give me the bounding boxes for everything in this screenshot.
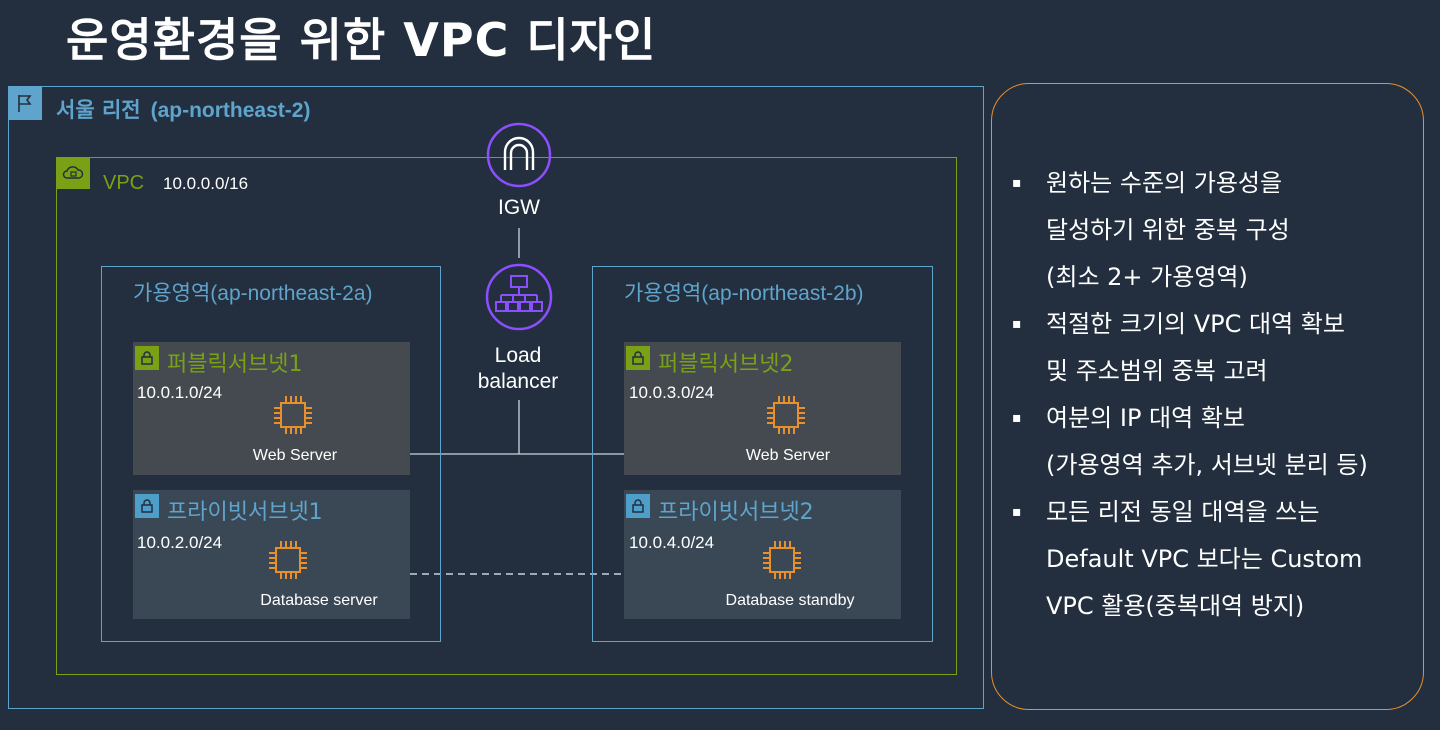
az-a-code: (ap-northeast-2a) bbox=[210, 282, 373, 305]
note-line: 원하는 수준의 가용성을 bbox=[1046, 169, 1283, 197]
note-line: 및 주소범위 중복 고려 bbox=[1046, 357, 1268, 385]
lock-icon bbox=[626, 346, 650, 370]
vpc-cidr: 10.0.0.0/16 bbox=[163, 174, 249, 193]
note-line: Default VPC 보다는 Custom bbox=[1046, 545, 1363, 573]
bullet-icon: ▪ bbox=[1012, 316, 1022, 332]
private-subnet-2-name: 프라이빗서브넷2 bbox=[658, 500, 814, 525]
az-b-code: (ap-northeast-2b) bbox=[701, 282, 864, 305]
public-subnet-2 bbox=[624, 342, 901, 475]
region-code: (ap-northeast-2) bbox=[150, 99, 311, 122]
web-server-2-label: Web Server bbox=[745, 447, 831, 464]
availability-zone-b bbox=[592, 266, 933, 642]
ec2-instance-icon bbox=[767, 396, 805, 434]
cloud-lock-icon bbox=[56, 157, 90, 189]
note-item: ▪ 여분의 IP 대역 확보 (가용영역 추가, 서브넷 분리 등) bbox=[1012, 395, 1368, 489]
note-line: 모든 리전 동일 대역을 쓰는 bbox=[1046, 498, 1320, 526]
load-balancer-label: Load balancer bbox=[478, 343, 559, 395]
availability-zone-a-label: 가용영역(ap-northeast-2a) bbox=[133, 277, 373, 307]
igw-label: IGW bbox=[498, 196, 540, 219]
public-subnet-1 bbox=[133, 342, 410, 475]
notes-panel bbox=[991, 83, 1424, 710]
lock-icon bbox=[135, 494, 159, 518]
public-subnet-2-name: 퍼블릭서브넷2 bbox=[658, 352, 794, 377]
region-label: 서울 리전 (ap-northeast-2) bbox=[56, 94, 310, 124]
private-subnet-1-name: 프라이빗서브넷1 bbox=[167, 500, 323, 525]
vpc-container bbox=[56, 157, 957, 675]
flag-icon bbox=[8, 86, 42, 120]
note-item: ▪ 모든 리전 동일 대역을 쓰는 Default VPC 보다는 Custom… bbox=[1012, 489, 1368, 630]
public-subnet-2-cidr: 10.0.3.0/24 bbox=[629, 383, 715, 402]
database-standby-label: Database standby bbox=[725, 592, 855, 609]
note-line: 여분의 IP 대역 확보 bbox=[1046, 404, 1245, 432]
load-balancer-label-line2: balancer bbox=[477, 370, 559, 393]
ec2-instance-icon bbox=[763, 541, 801, 579]
note-item: ▪ 원하는 수준의 가용성을 달성하기 위한 중복 구성 (최소 2+ 가용영역… bbox=[1012, 160, 1368, 301]
region-name: 서울 리전 bbox=[56, 98, 141, 122]
ec2-instance-icon bbox=[274, 396, 312, 434]
web-server-1-label: Web Server bbox=[252, 447, 338, 464]
bullet-icon: ▪ bbox=[1012, 504, 1022, 520]
private-subnet-1-cidr: 10.0.2.0/24 bbox=[137, 533, 223, 552]
lock-icon bbox=[626, 494, 650, 518]
ec2-instance-icon bbox=[269, 541, 307, 579]
load-balancer-label-line1: Load bbox=[494, 344, 542, 367]
az-a-name: 가용영역 bbox=[133, 281, 211, 305]
note-line: VPC 활용(중복대역 방지) bbox=[1046, 592, 1305, 620]
bullet-icon: ▪ bbox=[1012, 175, 1022, 191]
note-line: (최소 2+ 가용영역) bbox=[1046, 263, 1248, 291]
lock-icon bbox=[135, 346, 159, 370]
public-subnet-1-cidr: 10.0.1.0/24 bbox=[137, 383, 223, 402]
database-server-label: Database server bbox=[260, 592, 378, 609]
public-subnet-1-name: 퍼블릭서브넷1 bbox=[167, 352, 303, 377]
az-b-name: 가용영역 bbox=[624, 281, 702, 305]
load-balancer-icon bbox=[485, 263, 553, 331]
region-container bbox=[8, 86, 984, 709]
private-subnet-2-cidr: 10.0.4.0/24 bbox=[629, 533, 715, 552]
note-line: 적절한 크기의 VPC 대역 확보 bbox=[1046, 310, 1345, 338]
note-item: ▪ 적절한 크기의 VPC 대역 확보 및 주소범위 중복 고려 bbox=[1012, 301, 1368, 395]
bullet-icon: ▪ bbox=[1012, 410, 1022, 426]
notes-list: ▪ 원하는 수준의 가용성을 달성하기 위한 중복 구성 (최소 2+ 가용영역… bbox=[1012, 160, 1368, 630]
page-title: 운영환경을 위한 VPC 디자인 bbox=[66, 13, 657, 67]
private-subnet-2 bbox=[624, 490, 901, 619]
note-line: 달성하기 위한 중복 구성 bbox=[1046, 216, 1290, 244]
availability-zone-b-label: 가용영역(ap-northeast-2b) bbox=[624, 277, 864, 307]
internet-gateway-icon bbox=[486, 122, 552, 188]
note-line: (가용영역 추가, 서브넷 분리 등) bbox=[1046, 451, 1368, 479]
private-subnet-1 bbox=[133, 490, 410, 619]
vpc-label: VPC bbox=[103, 172, 145, 194]
availability-zone-a bbox=[101, 266, 441, 642]
